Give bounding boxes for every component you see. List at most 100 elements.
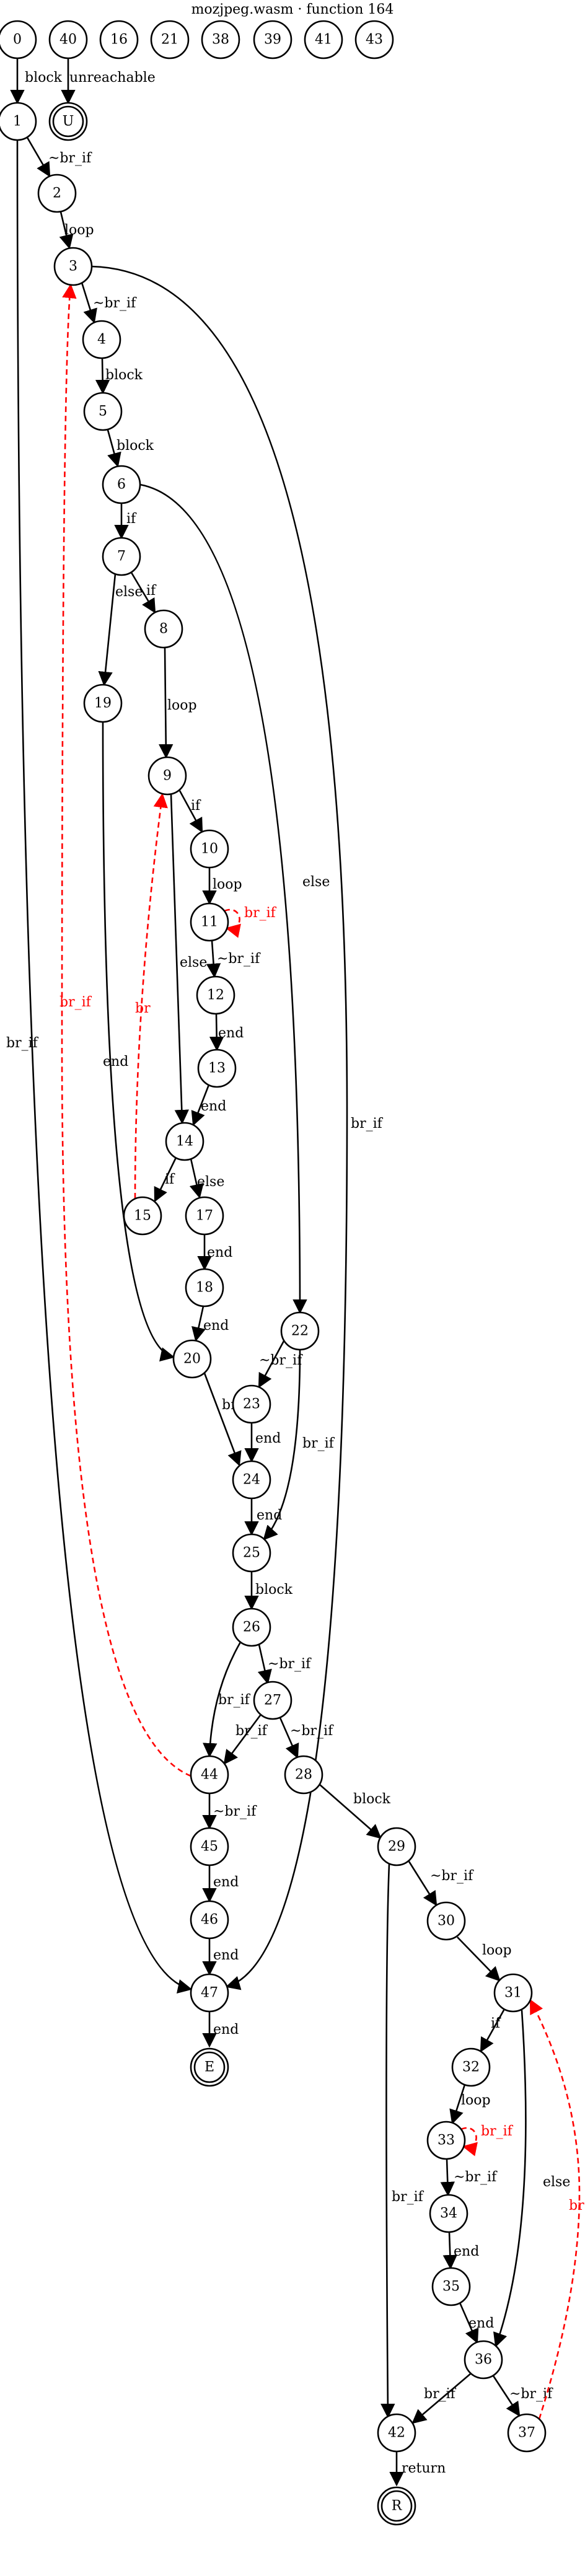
edge-line	[26, 137, 51, 178]
edge-label: br_if	[6, 1035, 39, 1051]
edge-line	[529, 1998, 581, 2420]
node-label: 7	[117, 549, 126, 565]
node-21: 21	[150, 20, 190, 59]
edge-line	[203, 1642, 242, 1758]
edge-28-to-29: block	[319, 1784, 391, 1839]
node-33: 33	[426, 2121, 466, 2160]
edge-line	[134, 793, 168, 1199]
node-circle	[280, 1311, 320, 1351]
node-label: 38	[212, 32, 229, 48]
node-circle	[284, 1755, 323, 1795]
edge-line	[154, 1157, 177, 1203]
edge-line	[102, 721, 175, 1362]
edge-line	[411, 2373, 472, 2424]
node-circle	[102, 465, 141, 504]
edge-label: else	[302, 874, 330, 890]
node-circle	[99, 20, 139, 59]
node-circle	[354, 20, 394, 59]
node-label: 36	[475, 2352, 492, 2368]
edge-label: ~br_if	[213, 1804, 257, 1819]
node-label: 4	[97, 332, 106, 348]
node-39: 39	[253, 20, 292, 59]
node-circle	[83, 392, 123, 431]
edge-36-to-42: br_if	[411, 2373, 472, 2424]
node-circle	[464, 2340, 503, 2380]
edge-25-to-26: block	[244, 1572, 293, 1611]
node-6: 6	[102, 465, 141, 504]
node-label: 30	[438, 1914, 455, 1929]
edge-0-to-1: block	[10, 58, 63, 105]
edge-11-to-11: br_if	[224, 905, 277, 938]
edge-1-to-47: br_if	[6, 139, 193, 1994]
edge-3-to-47: br_if	[91, 265, 384, 1990]
node-circle	[451, 2047, 491, 2087]
edge-line	[206, 940, 221, 978]
node-label: 18	[196, 1280, 213, 1296]
edge-40-to-u: unreachable	[61, 58, 156, 105]
edge-label: br_if	[302, 1436, 335, 1451]
edge-line	[130, 572, 156, 614]
node-label: E	[205, 2060, 214, 2075]
edge-label: if	[491, 2016, 501, 2031]
edge-31-to-32: if	[480, 2008, 506, 2053]
node-35: 35	[431, 2267, 471, 2306]
node-41: 41	[304, 20, 343, 59]
node-circle	[377, 1827, 416, 1866]
edge-label: block	[117, 438, 154, 454]
edge-line	[16, 139, 193, 1994]
node-label: 25	[243, 1545, 260, 1561]
edge-line	[191, 1083, 211, 1127]
node-circle	[493, 1973, 533, 2013]
node-circle	[190, 1973, 229, 2013]
edge-line	[440, 2158, 455, 2197]
edge-24-to-25: end	[244, 1498, 282, 1536]
node-label: 11	[201, 915, 218, 930]
edge-18-to-20: end	[191, 1306, 229, 1342]
edge-line	[449, 2084, 466, 2125]
node-34: 34	[429, 2194, 468, 2233]
edge-label: end	[203, 1318, 229, 1334]
edge-label: if	[191, 798, 201, 814]
node-inner-circle	[52, 105, 84, 138]
edge-label: if	[165, 1172, 175, 1187]
edge-line	[279, 1717, 299, 1759]
node-13: 13	[197, 1048, 237, 1088]
edge-label: end	[213, 2022, 239, 2038]
node-circle	[232, 1460, 271, 1500]
edge-27-to-44: br_if	[223, 1715, 268, 1765]
node-circle	[83, 684, 123, 723]
node-5: 5	[83, 392, 123, 431]
edge-line	[139, 483, 307, 1314]
edge-11-to-12: ~br_if	[206, 940, 261, 978]
edge-line	[209, 1013, 224, 1052]
node-circle	[190, 902, 229, 942]
edge-3-to-4: ~br_if	[81, 282, 137, 324]
edge-label: end	[213, 1875, 239, 1890]
edge-label: else	[543, 2174, 570, 2190]
edge-label: block	[25, 70, 63, 86]
node-30: 30	[426, 1901, 466, 1941]
edge-20-to-24: br	[203, 1373, 242, 1467]
edge-line	[263, 1349, 301, 1541]
edge-label: end	[213, 1948, 239, 1963]
edge-label: ~br_if	[430, 1868, 474, 1884]
node-label: 32	[462, 2060, 480, 2075]
edge-label: end	[255, 1431, 281, 1446]
node-circle	[185, 1196, 224, 1236]
node-circle	[429, 2194, 468, 2233]
edge-line	[319, 1784, 382, 1839]
node-circle	[197, 1048, 237, 1088]
node-19: 19	[83, 684, 123, 723]
node-circle	[232, 1533, 271, 1573]
node-46: 46	[190, 1900, 229, 1940]
edge-31-to-36: else	[493, 2010, 570, 2348]
edge-33-to-34: ~br_if	[440, 2158, 498, 2197]
node-circle	[172, 1339, 212, 1379]
edge-label: br_if	[218, 1692, 251, 1708]
edge-22-to-25: br_if	[263, 1349, 335, 1541]
node-20: 20	[172, 1339, 212, 1379]
edge-label: br_if	[392, 2189, 424, 2205]
node-label: 45	[201, 1839, 218, 1855]
